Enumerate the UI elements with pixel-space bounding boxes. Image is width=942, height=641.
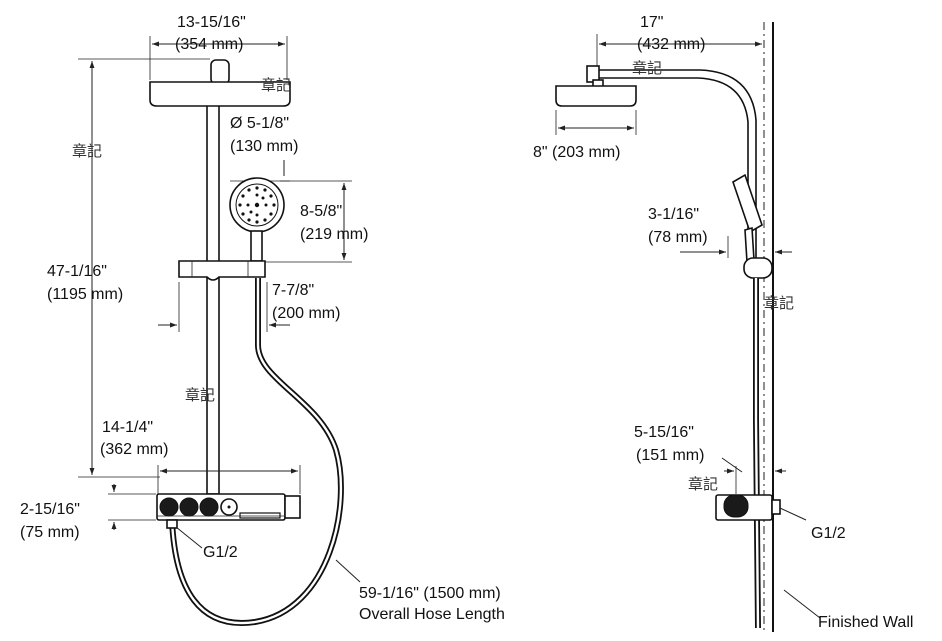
control-button-dot <box>227 505 231 509</box>
side-view: 17" (432 mm) 8" (203 mm) 3-1/16" (78 mm)… <box>533 14 913 632</box>
handshower-handle <box>250 230 263 262</box>
overall-height-mm-label: (1195 mm) <box>47 286 123 303</box>
rain-shower-head <box>149 81 291 107</box>
valve-projection-label: 5-15/16" <box>634 424 694 441</box>
side-rain-shower-head <box>555 85 637 107</box>
stamp-mark: 章記 <box>261 76 291 94</box>
valve-inlet-fitting <box>166 519 178 529</box>
valve-shelf-slot <box>239 512 281 519</box>
side-handshower-handle <box>744 226 755 264</box>
valve-projection-leader <box>721 457 743 473</box>
finished-wall-label: Finished Wall <box>818 614 913 631</box>
handshower-nozzles <box>238 186 276 224</box>
holder-offset-label: 7-7/8" <box>272 282 314 299</box>
arm-reach-mm-label: (432 mm) <box>637 36 705 53</box>
side-valve-inlet <box>771 499 781 515</box>
control-knob-2 <box>179 497 199 517</box>
inlet-leader <box>175 526 203 549</box>
handshower-height-label: 8-5/8" <box>300 203 342 220</box>
curved-column-outer <box>593 69 757 258</box>
handshower-spray-ring <box>235 183 279 227</box>
front-view: 13-15/16" (354 mm) Ø 5-1/8" (130 mm) 8-5… <box>20 14 505 626</box>
handshower-projection-mm-label: (78 mm) <box>648 229 708 246</box>
slide-bar-holder <box>178 260 266 281</box>
valve-height-mm-label: (75 mm) <box>20 524 80 541</box>
control-knob-1 <box>159 497 179 517</box>
side-slide-holder <box>743 257 773 279</box>
hose-caption-label: Overall Hose Length <box>359 606 505 623</box>
control-knob-3 <box>199 497 219 517</box>
stamp-mark: 章記 <box>764 294 794 312</box>
side-handshower <box>732 173 763 234</box>
wall-leader <box>783 589 821 619</box>
shower-column <box>206 101 220 495</box>
valve-side-knob <box>284 495 301 519</box>
curved-column-inner <box>599 77 749 258</box>
head-width-label: 13-15/16" <box>177 14 246 31</box>
valve-projection-mm-label: (151 mm) <box>636 447 704 464</box>
stamp-mark: 章記 <box>632 59 662 77</box>
overall-height-label: 47-1/16" <box>47 263 107 280</box>
stamp-mark: 章記 <box>72 142 102 160</box>
side-shower-hose-core <box>754 278 760 629</box>
head-width-mm-label: (354 mm) <box>175 36 243 53</box>
stamp-mark: 章記 <box>185 386 215 404</box>
valve-width-mm-label: (362 mm) <box>100 441 168 458</box>
holder-offset-mm-label: (200 mm) <box>272 305 340 322</box>
head-depth-label: 8" (203 mm) <box>533 144 620 161</box>
handshower-diameter-label: Ø 5-1/8" <box>230 115 289 132</box>
front-inlet-label: G1/2 <box>203 544 238 561</box>
hose-length-leader <box>335 559 361 583</box>
stamp-mark: 章記 <box>688 475 718 493</box>
side-control-knob <box>723 494 749 518</box>
shower-hose <box>169 278 344 626</box>
side-inlet-label: G1/2 <box>811 525 846 542</box>
valve-height-label: 2-15/16" <box>20 501 80 518</box>
handshower-height-mm-label: (219 mm) <box>300 226 368 243</box>
shower-hose-core <box>170 278 343 625</box>
head-connector <box>210 59 230 85</box>
arm-reach-label: 17" <box>640 14 663 31</box>
valve-width-label: 14-1/4" <box>102 419 153 436</box>
handshower-projection-label: 3-1/16" <box>648 206 699 223</box>
handshower-diameter-mm-label: (130 mm) <box>230 138 298 155</box>
side-inlet-leader <box>779 507 807 521</box>
hose-length-label: 59-1/16" (1500 mm) <box>359 585 501 602</box>
